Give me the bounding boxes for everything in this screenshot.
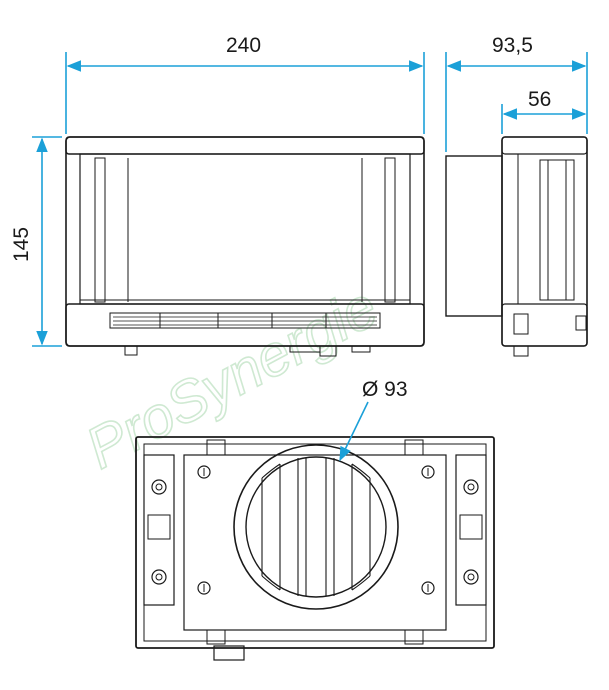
height-dimension-label: 145 (10, 227, 33, 262)
front-view (65, 136, 425, 357)
dimension-lines (32, 52, 588, 462)
depth-total-dimension-label: 93,5 (492, 34, 533, 57)
depth-collar-dimension-label: 56 (528, 88, 551, 111)
watermark-text: ProSynergie (76, 274, 388, 481)
side-view (445, 136, 588, 357)
bottom-view (135, 436, 495, 661)
diameter-dimension-label: Ø 93 (362, 378, 408, 401)
width-dimension-label: 240 (226, 34, 261, 57)
